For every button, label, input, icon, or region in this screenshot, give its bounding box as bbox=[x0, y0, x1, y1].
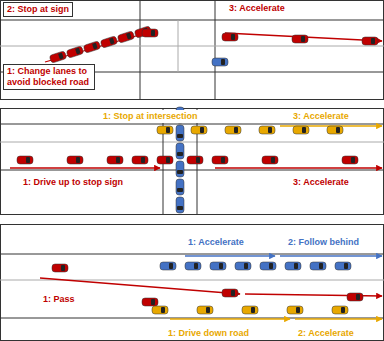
car bbox=[225, 126, 241, 134]
car bbox=[362, 37, 378, 45]
action-label: 2: Stop at sign bbox=[3, 2, 73, 17]
action-label: 1: Drive up to stop sign bbox=[20, 176, 126, 189]
car bbox=[157, 126, 173, 134]
car bbox=[67, 156, 83, 164]
car bbox=[160, 262, 176, 270]
car bbox=[242, 306, 258, 314]
car bbox=[293, 126, 309, 134]
car bbox=[142, 298, 158, 306]
car bbox=[107, 156, 123, 164]
car bbox=[66, 46, 84, 59]
car bbox=[332, 306, 348, 314]
car bbox=[117, 31, 135, 44]
car bbox=[191, 126, 207, 134]
car bbox=[222, 33, 238, 41]
action-label: 3: Accelerate bbox=[226, 2, 288, 15]
car bbox=[185, 262, 201, 270]
car bbox=[260, 262, 276, 270]
car bbox=[176, 161, 184, 177]
car bbox=[152, 306, 168, 314]
car bbox=[222, 289, 238, 297]
action-label: 1: Accelerate bbox=[185, 236, 247, 249]
car bbox=[310, 262, 326, 270]
car bbox=[292, 35, 308, 43]
action-label: 3: Accelerate bbox=[290, 110, 352, 123]
car bbox=[342, 156, 358, 164]
car bbox=[347, 293, 363, 301]
car bbox=[176, 143, 184, 159]
car bbox=[262, 156, 278, 164]
car bbox=[327, 126, 343, 134]
car bbox=[235, 262, 251, 270]
action-label: 3: Accelerate bbox=[290, 176, 352, 189]
car bbox=[83, 41, 101, 54]
car bbox=[52, 264, 68, 272]
car bbox=[197, 306, 213, 314]
car bbox=[259, 126, 275, 134]
car bbox=[132, 156, 148, 164]
action-label: 1: Change lanes to avoid blocked road bbox=[3, 64, 95, 90]
car bbox=[176, 197, 184, 213]
car bbox=[157, 156, 173, 164]
car bbox=[212, 58, 228, 66]
action-label: 2: Follow behind bbox=[285, 236, 362, 249]
car bbox=[187, 156, 203, 164]
car bbox=[287, 306, 303, 314]
action-label: 1: Stop at intersection bbox=[100, 110, 201, 123]
car bbox=[100, 36, 118, 49]
action-label: 2: Accelerate bbox=[295, 327, 357, 340]
car bbox=[285, 262, 301, 270]
car bbox=[212, 156, 228, 164]
car bbox=[335, 262, 351, 270]
car bbox=[49, 51, 67, 64]
car bbox=[210, 262, 226, 270]
car bbox=[176, 179, 184, 195]
car bbox=[142, 29, 158, 37]
action-label: 1: Pass bbox=[40, 293, 78, 306]
car bbox=[17, 156, 33, 164]
action-label: 1: Drive down road bbox=[165, 327, 252, 340]
car bbox=[176, 125, 184, 141]
